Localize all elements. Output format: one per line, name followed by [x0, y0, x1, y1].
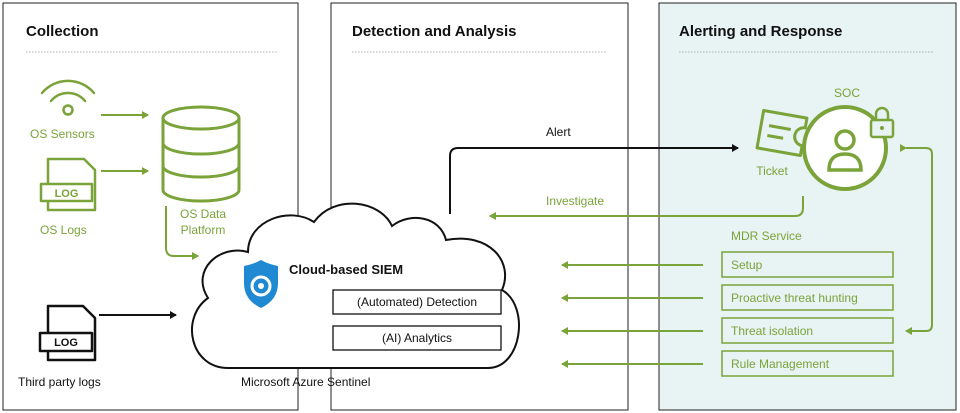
- os-data-platform-label-line1: OS Data: [180, 207, 226, 221]
- third-party-logs-label: Third party logs: [18, 375, 101, 389]
- lock-icon: [869, 106, 895, 139]
- detection-box: [332, 289, 502, 315]
- db-to-siem-arrow: [165, 206, 199, 260]
- wifi-sensor-icon: [40, 79, 96, 116]
- analytics-box: [332, 325, 502, 351]
- azure-sentinel-shield-icon: [244, 260, 278, 308]
- third-party-log-badge: LOG: [54, 337, 78, 349]
- os-log-badge: LOG: [55, 188, 79, 200]
- alerting-panel: [658, 2, 957, 411]
- soc-title: SOC: [834, 86, 860, 100]
- alert-arrow: [449, 144, 739, 214]
- siem-title: Cloud-based SIEM: [289, 262, 403, 277]
- mdr-item-threat-isolation-label: Threat isolation: [731, 324, 813, 338]
- alerting-heading: Alerting and Response: [679, 23, 842, 40]
- os-data-platform-label-line2: Platform: [181, 223, 226, 237]
- mdr-item-setup-label: Setup: [731, 258, 763, 272]
- investigate-label: Investigate: [546, 194, 604, 208]
- soc-isolation-link: [900, 144, 933, 335]
- mdr-item-threat-isolation: [721, 317, 894, 344]
- ticket-label: Ticket: [756, 164, 788, 178]
- detection-heading: Detection and Analysis: [352, 23, 517, 40]
- analyst-user-icon: [827, 129, 863, 172]
- detection-box-label: (Automated) Detection: [357, 295, 477, 309]
- mdr-item-threat-hunting-label: Proactive threat hunting: [731, 291, 858, 305]
- os-sensors-label: OS Sensors: [30, 127, 95, 141]
- mdr-item-setup: [721, 251, 894, 278]
- ticket-icon: [755, 108, 809, 158]
- siem-caption: Microsoft Azure Sentinel: [241, 375, 370, 389]
- analytics-box-label: (AI) Analytics: [382, 331, 452, 345]
- third-party-log-icon: [38, 304, 97, 362]
- mdr-item-rule-management-label: Rule Management: [731, 357, 830, 371]
- log-file-icon: [39, 157, 97, 212]
- database-icon: [161, 105, 241, 203]
- collection-heading: Collection: [26, 23, 99, 40]
- mdr-service-title: MDR Service: [731, 229, 802, 243]
- mdr-item-rule-management: [721, 350, 894, 377]
- mdr-item-threat-hunting: [721, 284, 894, 311]
- alert-label: Alert: [546, 125, 571, 139]
- investigate-arrow: [489, 196, 804, 220]
- os-logs-label: OS Logs: [40, 223, 87, 237]
